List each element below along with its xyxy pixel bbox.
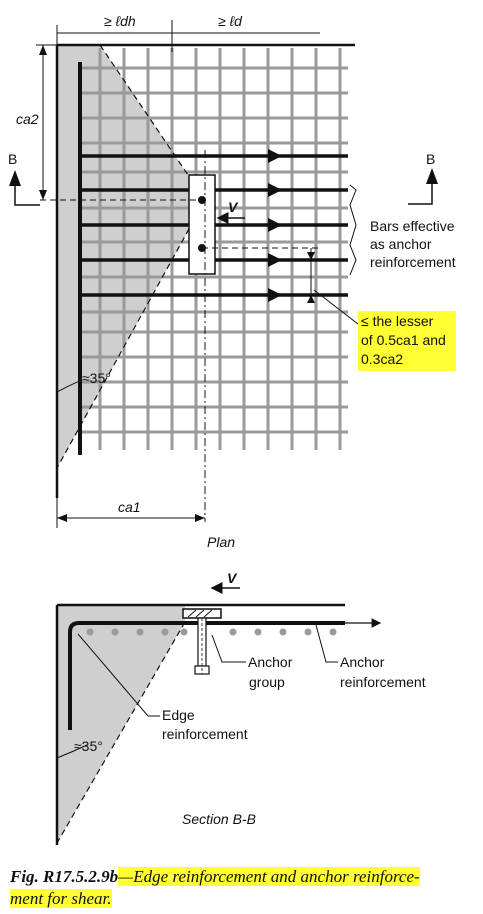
plan-bars-callout-2: as anchor — [370, 236, 432, 252]
section-anchor-group-2: group — [249, 674, 285, 690]
plan-angle-label: ≈35° — [82, 370, 111, 386]
plan-bar-arrowheads — [268, 149, 282, 302]
section-edge-reinf-1: Edge — [162, 707, 195, 723]
section-anchor-group-1: Anchor — [248, 654, 293, 670]
plan-breakout-shading — [57, 45, 205, 468]
plan-bars-callout-3: reinforcement — [370, 254, 456, 270]
section-mesh-dots — [86, 628, 337, 636]
plan-section-left-arrow — [9, 170, 21, 186]
section-angle-arc — [56, 744, 88, 759]
caption-label: Fig. R17.5.2.9b — [10, 867, 119, 886]
plan-mesh-horizontal — [80, 66, 348, 434]
plan-dim-ld-label: ≥ ℓd — [218, 13, 243, 29]
section-anchor-reinf-2: reinforcement — [340, 674, 426, 690]
section-anchor-group-leader — [211, 634, 246, 663]
plan-spacing-leader — [313, 289, 359, 325]
section-edge-bar — [68, 621, 345, 730]
plan-angle-arc — [56, 379, 83, 393]
section-anchor-reinf-leader — [315, 624, 338, 663]
caption-text-2: ment for shear. — [10, 889, 112, 908]
plan-spacing-callout-2: of 0.5ca1 and — [361, 332, 446, 348]
plan-dim-ldh-label: ≥ ℓdh — [104, 13, 136, 29]
plan-title: Plan — [207, 534, 235, 550]
section-edge-reinf-leader — [77, 633, 160, 717]
plan-v-label: V — [228, 199, 239, 215]
section-breakout-shading — [57, 605, 185, 843]
plan-breakout-line — [56, 44, 206, 469]
caption-dash: — — [118, 867, 134, 886]
caption-text-1: Edge reinforcement and anchor reinforce- — [133, 867, 420, 886]
section-breakout-line — [56, 621, 186, 844]
section-anchor-reinf-1: Anchor — [340, 654, 385, 670]
plan-bars-callout-1: Bars effective — [370, 218, 455, 234]
plan-bars-brace — [349, 184, 357, 276]
section-view: V Anchor group Anchor reinforcement Edge… — [55, 570, 426, 845]
section-angle-label: ≈35° — [74, 738, 103, 754]
plan-ca2-label: ca2 — [16, 111, 39, 127]
plan-section-right-arrow — [426, 168, 438, 184]
plan-section-right-label: B — [426, 151, 435, 167]
plan-spacing-callout-1: ≤ the lesser — [361, 313, 434, 329]
section-title: Section B-B — [182, 811, 256, 827]
section-edge-reinf-2: reinforcement — [162, 726, 248, 742]
plan-section-left-label: B — [8, 151, 17, 167]
plan-base-plate — [188, 174, 216, 275]
figure-caption: Fig. R17.5.2.9b—Edge reinforcement and a… — [10, 866, 480, 910]
plan-view: V ≥ ℓdh ≥ ℓd ca2 B B Bars effective as a… — [8, 13, 456, 550]
section-v-label: V — [227, 570, 238, 586]
plan-spacing-callout-3: 0.3ca2 — [361, 351, 403, 367]
plan-spacing-highlight — [358, 311, 456, 371]
plan-ca1-label: ca1 — [118, 499, 141, 515]
